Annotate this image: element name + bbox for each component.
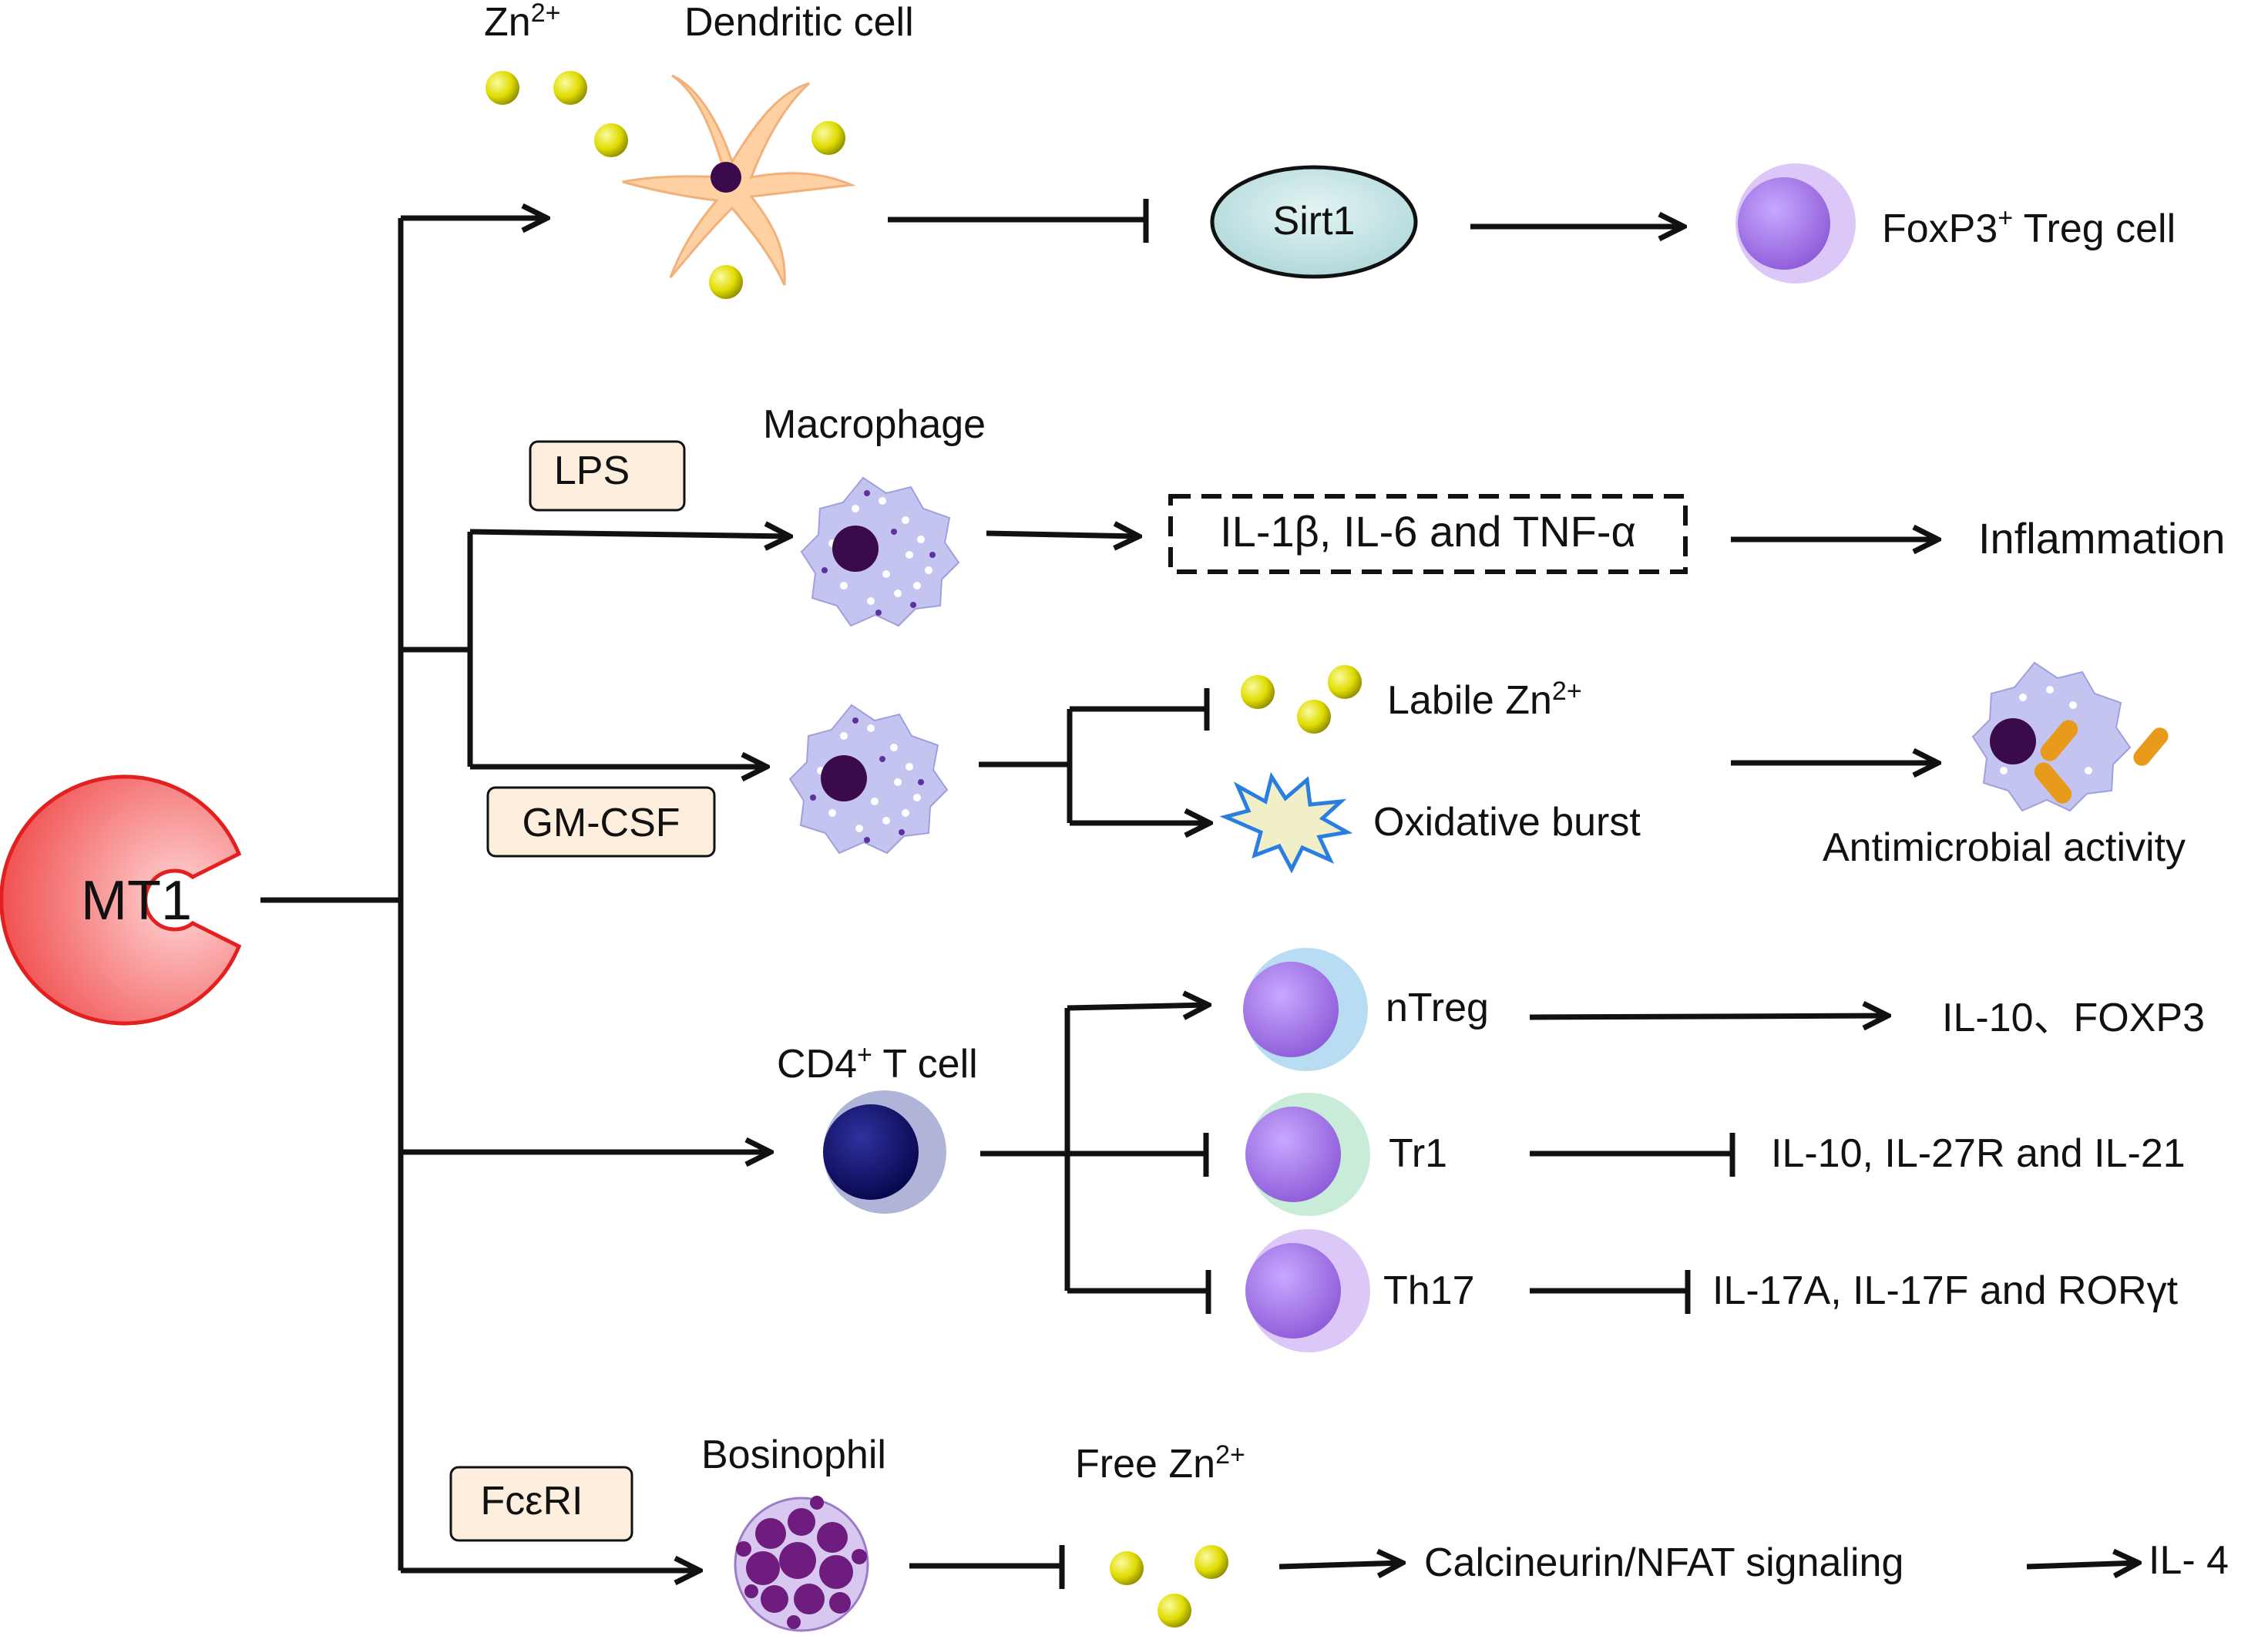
branch-gm-csf [979,688,1210,823]
bosinophil-icon [734,1496,869,1632]
mt1-protein-icon [0,774,242,1026]
zn-label: Zn2+ [484,0,560,45]
macrophage-icon [788,704,949,855]
gm-csf-box [486,786,716,858]
foxp3-treg-label: FoxP3+ Treg cell [1882,203,2176,251]
arrow-ntreg-out [1529,1016,1888,1017]
il4-label: IL- 4 [2149,1538,2229,1583]
calcineurin-label: Calcineurin/NFAT signaling [1424,1540,1903,1585]
labile-zn-label: Labile Zn2+ [1387,677,1582,723]
lps-box [529,440,686,512]
fceri-label: FcεRI [481,1479,583,1523]
cytokine-box [1168,494,1688,574]
inflammation-label: Inflammation [1978,514,2226,563]
fceri-box [449,1466,633,1542]
oxidative-burst-icon [1219,771,1353,874]
ntreg-cell-icon [1243,948,1368,1071]
zinc-ion-icon [486,71,845,299]
sirt1-node [1210,165,1418,279]
bosinophil-label: Bosinophil [701,1433,886,1477]
cd4-t-cell-label: CD4+ T cell [777,1040,978,1087]
sirt1-label: Sirt1 [1273,199,1356,244]
th17-output-label: IL-17A, IL-17F and RORγt [1712,1268,2179,1313]
th17-label: Th17 [1383,1268,1475,1313]
ntreg-output-label: IL-10、FOXP3 [1942,996,2205,1040]
treg-cell-icon [1735,163,1856,284]
macrophage-label: Macrophage [763,402,986,447]
th17-cell-icon [1245,1229,1370,1352]
zinc-ion-icon [1241,665,1362,734]
dendritic-cell-label: Dendritic cell [684,0,914,45]
ntreg-label: nTreg [1386,986,1489,1030]
antimicrobial-label: Antimicrobial activity [1823,825,2186,870]
tr1-label: Tr1 [1389,1131,1447,1176]
arrow-mac-cytokines [986,533,1139,536]
trunk-lines [260,218,790,1570]
macrophage-bacteria-icon [1971,661,2169,812]
mt1-label: MT1 [81,870,192,932]
gm-csf-label: GM-CSF [522,801,680,845]
oxidative-burst-label: Oxidative burst [1373,800,1641,845]
cytokines-label: IL-1β, IL-6 and TNF-α [1220,507,1636,556]
free-zn-label: Free Zn2+ [1075,1440,1245,1487]
dendritic-cell-icon [622,74,856,286]
zinc-ion-icon [1110,1545,1228,1628]
tr1-output-label: IL-10, IL-27R and IL-21 [1771,1131,2186,1176]
lps-label: LPS [554,448,630,493]
branch-cd4 [980,1005,1208,1314]
arrow-calcineurin-il4 [2026,1563,2139,1567]
arrow-zn-calcineurin [1278,1563,1403,1567]
tr1-cell-icon [1245,1093,1370,1216]
t-cell-icon [823,1090,946,1214]
macrophage-icon [800,476,960,627]
